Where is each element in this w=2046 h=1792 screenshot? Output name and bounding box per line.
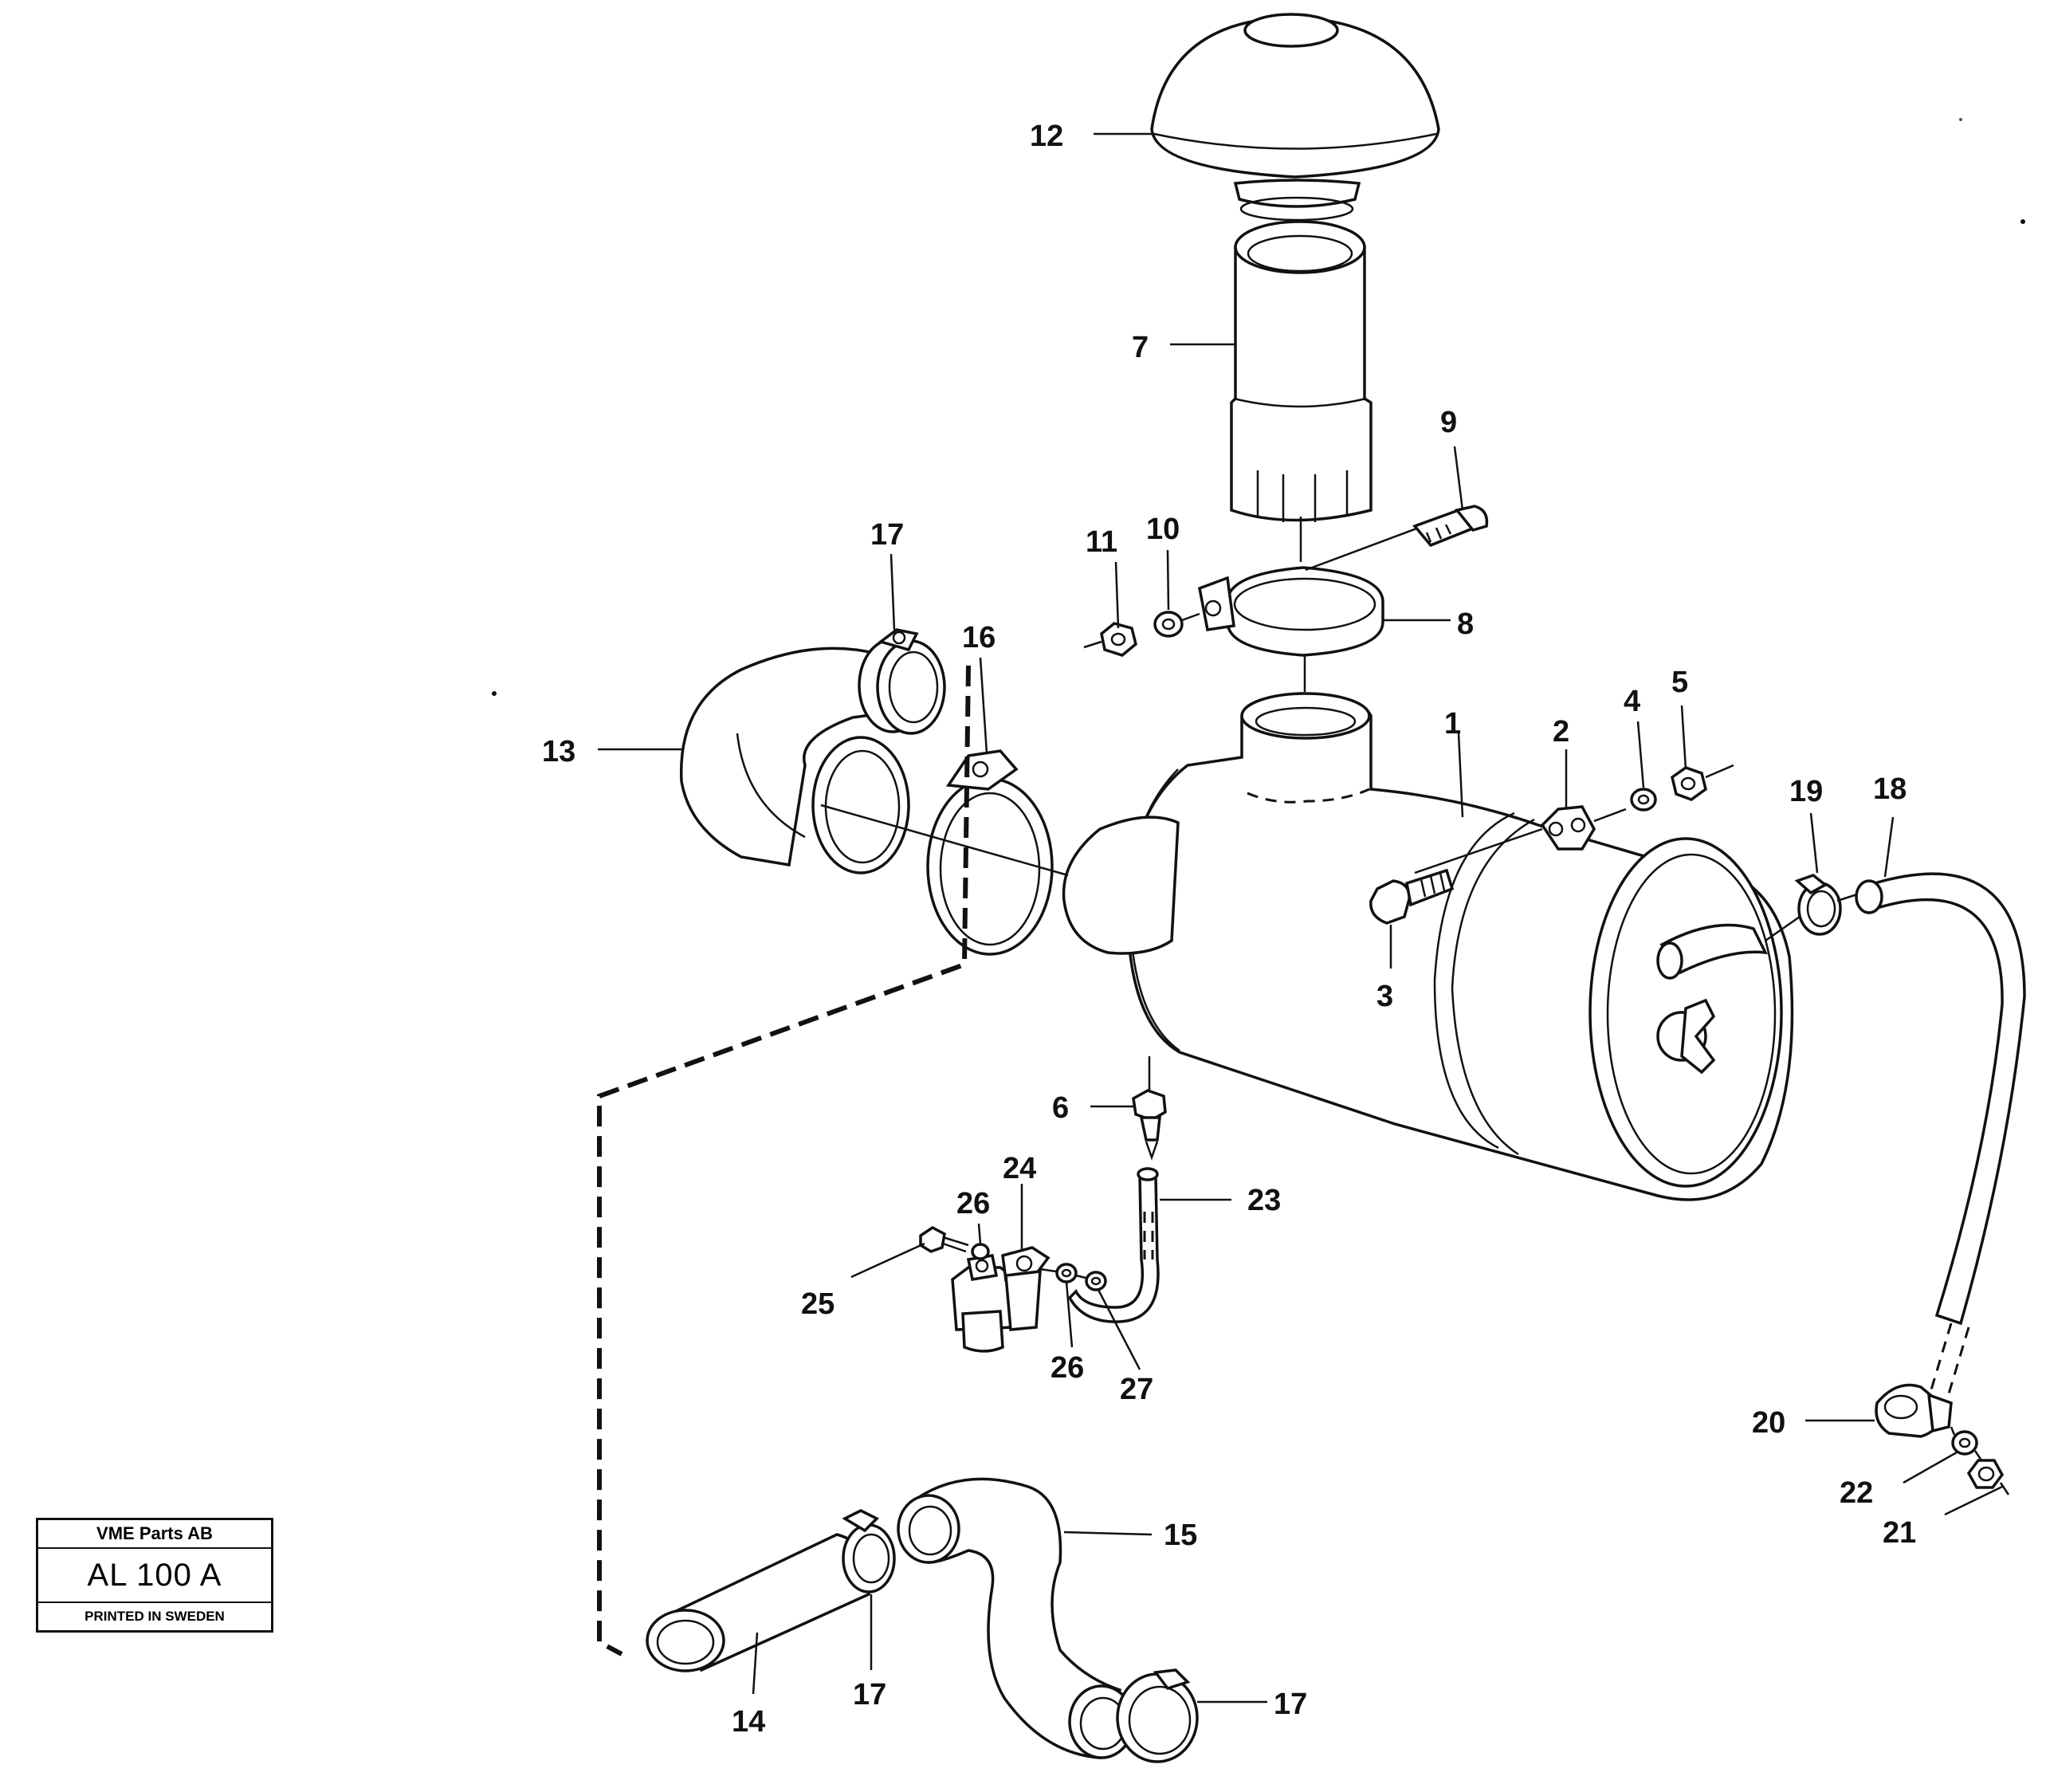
washer-10 — [1153, 611, 1184, 638]
bracket-2 — [1414, 805, 1627, 874]
nut-11 — [1100, 622, 1137, 657]
callout-1: 1 — [1444, 707, 1461, 741]
rain-cap — [1150, 13, 1440, 222]
hose-clamp-17-bottom-left — [842, 1509, 896, 1594]
hose-clamp-17-top — [876, 628, 946, 735]
callout-11: 11 — [1086, 525, 1117, 559]
callout-17-bottom-left: 17 — [853, 1678, 886, 1711]
bolt-9 — [1305, 505, 1489, 572]
callout-22: 22 — [1840, 1476, 1873, 1510]
leader-lines — [598, 132, 2003, 1704]
hose-clamp-16 — [926, 749, 1054, 956]
stamp-company: VME Parts AB — [38, 1520, 271, 1549]
hose-23 — [1067, 1167, 1160, 1323]
callout-3: 3 — [1376, 980, 1393, 1013]
clamp-ring — [1198, 566, 1384, 657]
publisher-stamp: VME Parts AB AL 100 A PRINTED IN SWEDEN — [36, 1518, 273, 1633]
callout-24: 24 — [1003, 1152, 1036, 1185]
hose-clamp-17-bottom-right — [1116, 1668, 1199, 1763]
callout-7: 7 — [1132, 331, 1149, 364]
screw-25 — [919, 1225, 969, 1253]
stamp-code: AL 100 A — [38, 1549, 271, 1603]
callout-14: 14 — [732, 1705, 765, 1739]
callout-20: 20 — [1752, 1406, 1785, 1440]
callout-6: 6 — [1052, 1091, 1069, 1125]
straight-hose-14 — [646, 1533, 870, 1672]
callout-19: 19 — [1789, 775, 1823, 808]
callout-4: 4 — [1624, 685, 1640, 718]
filter-housing — [1062, 692, 1794, 1201]
sensor-24 — [951, 1246, 1050, 1353]
hose-clamp-19 — [1794, 874, 1842, 936]
callout-8: 8 — [1457, 607, 1474, 641]
callout-13: 13 — [542, 735, 575, 768]
drain-nipple-6 — [1132, 1056, 1167, 1161]
callout-12: 12 — [1030, 120, 1063, 153]
washer-26-top — [971, 1243, 990, 1260]
callout-21: 21 — [1883, 1516, 1916, 1550]
bolt-3 — [1369, 868, 1455, 925]
callout-16: 16 — [962, 621, 996, 654]
nut-21 — [1966, 1459, 2005, 1489]
callout-17-bottom-right: 17 — [1274, 1688, 1307, 1721]
inlet-pipe — [1230, 220, 1373, 522]
callout-15: 15 — [1164, 1519, 1197, 1552]
s-hose-15 — [897, 1477, 1135, 1759]
callout-9: 9 — [1440, 406, 1457, 439]
callout-5: 5 — [1671, 666, 1688, 699]
nut-5 — [1671, 766, 1707, 801]
washer-22 — [1951, 1430, 1978, 1456]
callout-10: 10 — [1146, 513, 1180, 546]
fitting-27 — [1085, 1271, 1107, 1291]
callout-17-top: 17 — [870, 518, 904, 552]
callout-2: 2 — [1553, 715, 1569, 749]
hose-18 — [1855, 872, 2026, 1408]
callout-27: 27 — [1120, 1373, 1153, 1406]
callout-25: 25 — [801, 1287, 835, 1321]
callout-18: 18 — [1873, 772, 1907, 806]
callout-23: 23 — [1247, 1184, 1281, 1217]
grommet-20 — [1875, 1383, 1953, 1438]
callout-labels: 1 2 3 4 5 6 7 8 9 10 11 12 13 14 15 16 1… — [542, 120, 1916, 1739]
callout-26-bottom: 26 — [1050, 1351, 1084, 1385]
washer-4 — [1630, 788, 1657, 812]
callout-26-top: 26 — [956, 1187, 990, 1220]
washer-26-bottom — [1055, 1263, 1078, 1283]
stamp-printed: PRINTED IN SWEDEN — [84, 1609, 225, 1624]
